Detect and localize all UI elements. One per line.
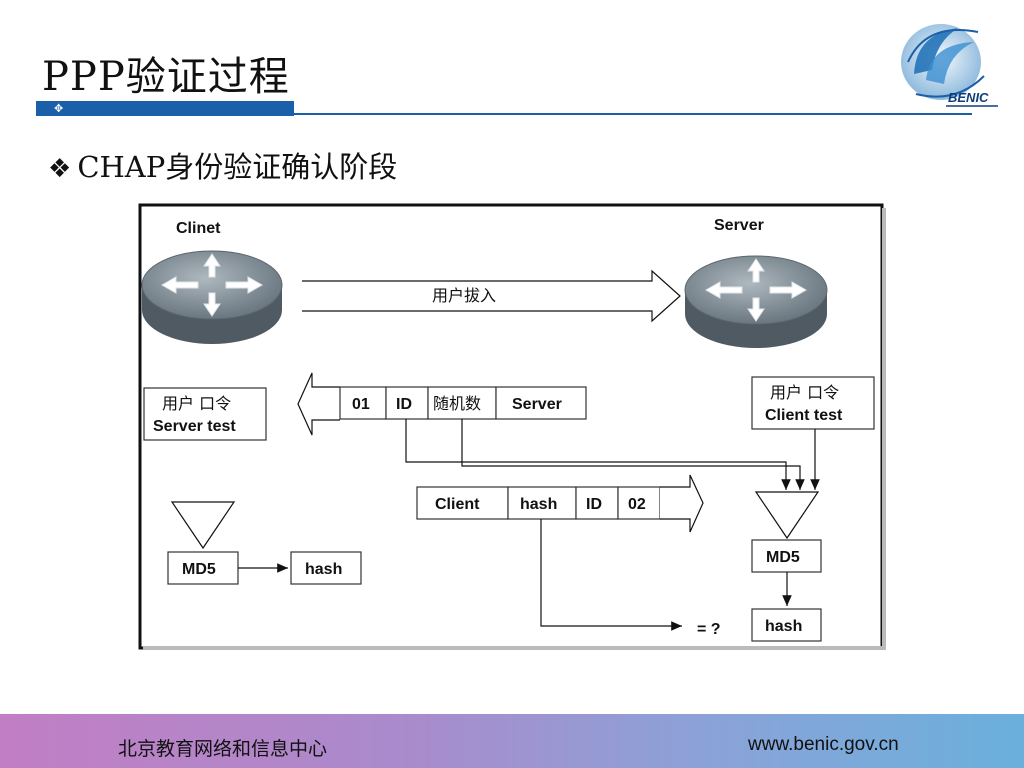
client-db-entry: Server test	[153, 418, 236, 435]
bullet-text: CHAP身份验证确认阶段	[77, 150, 398, 184]
packet-field-random: 随机数	[433, 394, 481, 413]
dialin-label: 用户拔入	[432, 286, 496, 305]
packet-field-id: ID	[396, 396, 412, 413]
response-arrow	[660, 474, 704, 533]
bullet-item: ❖CHAP身份验证确认阶段	[48, 144, 397, 186]
title-accent-bar: ✥	[36, 101, 294, 116]
client-credential-box	[143, 387, 267, 441]
server-md5-box	[751, 539, 822, 573]
compare-arrow	[540, 519, 682, 631]
random-connector	[461, 419, 805, 490]
benic-logo: BENIC	[901, 24, 998, 107]
resp-field-name: Client	[435, 496, 480, 513]
compare-label: = ?	[697, 621, 721, 638]
logo-text: BENIC	[948, 90, 989, 105]
footer-organization: 北京教育网络和信息中心	[118, 738, 328, 760]
resp-field-code: 02	[628, 496, 646, 513]
dialin-arrow	[302, 269, 681, 323]
client-router-icon	[141, 250, 283, 344]
response-packet: Client hash ID 02	[416, 486, 661, 520]
challenge-packet: 01 ID 随机数 Server	[339, 386, 587, 420]
client-md5-box	[167, 551, 239, 585]
footer-band: 北京教育网络和信息中心 www.benic.gov.cn	[0, 714, 1024, 768]
server-label: Server	[714, 217, 764, 234]
slide-title: PPP验证过程	[42, 54, 290, 100]
client-hash-label: hash	[305, 561, 342, 578]
diamond-bullet-icon: ❖	[48, 154, 72, 184]
client-hash-box	[290, 551, 362, 585]
server-funnel-icon	[754, 491, 820, 540]
footer-website: www.benic.gov.cn	[748, 734, 899, 755]
packet-field-name: Server	[512, 396, 562, 413]
server-hash-label: hash	[765, 618, 802, 635]
challenge-arrow	[297, 372, 340, 436]
title-underline	[36, 113, 972, 115]
server-db-header: 用户 口令	[770, 383, 839, 402]
server-credential-box	[751, 376, 875, 430]
client-label: Clinet	[176, 220, 221, 237]
dots-ornament-icon: ✥	[54, 102, 64, 115]
id-connector	[405, 419, 791, 490]
server-db-entry: Client test	[765, 407, 843, 424]
client-funnel-icon	[170, 501, 236, 550]
server-router-icon	[684, 255, 828, 348]
client-md5-label: MD5	[182, 561, 216, 578]
resp-field-id: ID	[586, 496, 602, 513]
server-md5-label: MD5	[766, 549, 800, 566]
resp-field-hash: hash	[520, 496, 557, 513]
server-hash-box	[751, 608, 822, 642]
packet-field-code: 01	[352, 396, 370, 413]
client-db-header: 用户 口令	[162, 394, 231, 413]
